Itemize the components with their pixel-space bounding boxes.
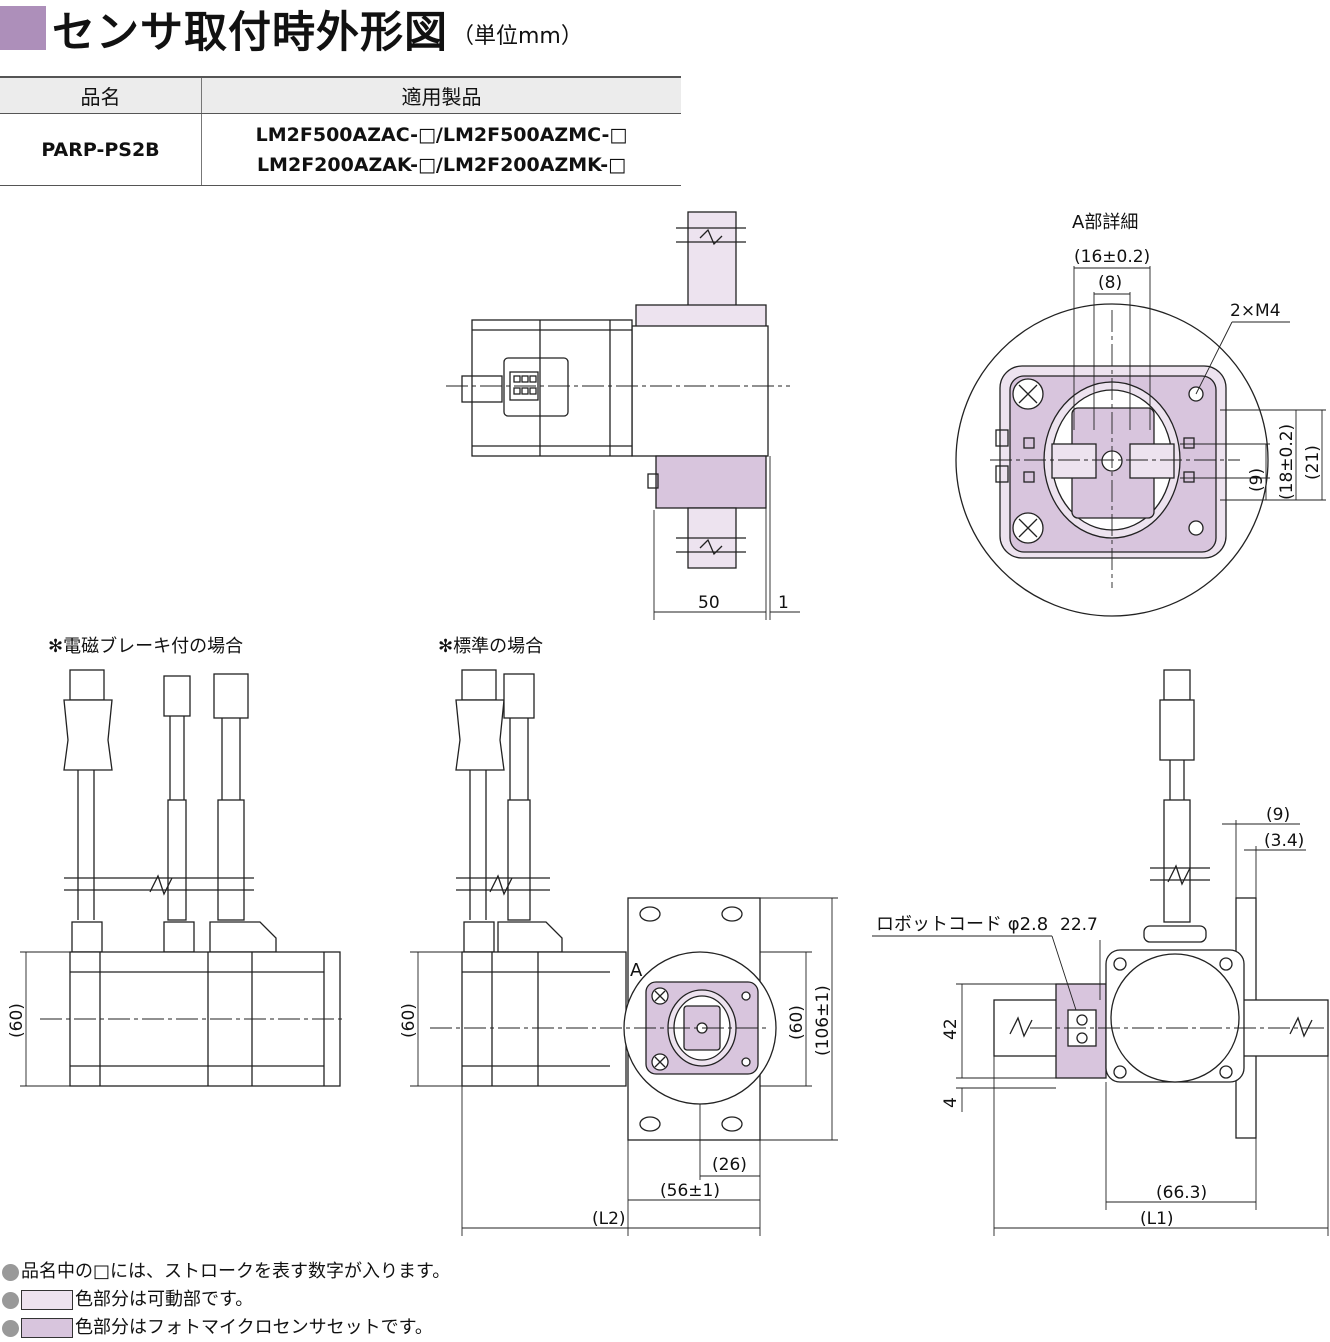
spec-header-row: 品名 適用製品	[0, 76, 681, 114]
brake-version-view: ✻電磁ブレーキ付の場合 (60)	[7, 635, 346, 1087]
side-view: ロボットコード φ2.8 22.7 42 4 (9) (3.4) (66.3) …	[872, 669, 1329, 1236]
spec-table: 品名 適用製品 PARP-PS2B LM2F500AZAC-□/LM2F500A…	[0, 76, 681, 186]
dim-22-7: 22.7	[1060, 915, 1098, 935]
product-line-2: LM2F200AZAK-□/LM2F200AZMK-□	[256, 153, 627, 176]
note-text: 色部分はフォトマイクロセンサセットです。	[75, 1317, 433, 1338]
note-item: 色部分は可動部です。	[2, 1286, 450, 1314]
dim-60-standard: (60)	[399, 1003, 419, 1038]
view-a-marker: A	[630, 960, 643, 981]
dim-56: (56±1)	[660, 1181, 720, 1201]
movable-color-swatch	[21, 1290, 73, 1310]
note-text: 品名中の□には、ストロークを表す数字が入ります。	[21, 1261, 451, 1282]
bullet-icon	[2, 1319, 19, 1337]
dim-8: (8)	[1098, 273, 1122, 293]
unit-label: （単位mm）	[452, 24, 583, 49]
title-marker	[0, 6, 46, 50]
dim-m4: 2×M4	[1230, 301, 1281, 321]
dim-4: 4	[941, 1097, 961, 1108]
case-brake-label: ✻電磁ブレーキ付の場合	[48, 635, 243, 657]
dim-42: 42	[941, 1018, 961, 1040]
dim-18: (18±0.2)	[1277, 424, 1297, 500]
products-cell: LM2F500AZAC-□/LM2F500AZMC-□ LM2F200AZAK-…	[201, 113, 681, 186]
product-line-1: LM2F500AZAC-□/LM2F500AZMC-□	[255, 123, 628, 146]
standard-version-view: ✻標準の場合 A (60) (60) (106±	[399, 636, 838, 1236]
dim-66-3: (66.3)	[1156, 1183, 1207, 1203]
dim-9-vertical: (9)	[1247, 468, 1267, 492]
note-item: 品名中の□には、ストロークを表す数字が入ります。	[2, 1258, 450, 1286]
note-text: 色部分は可動部です。	[75, 1289, 254, 1310]
dim-l2: (L2)	[592, 1209, 626, 1229]
product-name-cell: PARP-PS2B	[0, 113, 202, 186]
dim-21: (21)	[1303, 445, 1323, 480]
sensor-color-swatch	[21, 1318, 73, 1338]
bullet-icon	[2, 1263, 19, 1281]
dim-60-side: (60)	[787, 1005, 807, 1040]
dim-26: (26)	[712, 1155, 747, 1175]
col-header-products: 適用製品	[201, 76, 681, 114]
dim-9-horizontal: (9)	[1266, 805, 1290, 825]
dim-60-brake: (60)	[7, 1003, 27, 1038]
robot-cord-label: ロボットコード φ2.8	[876, 914, 1048, 935]
col-header-name: 品名	[0, 76, 202, 114]
page-header: センサ取付時外形図 （単位mm）	[0, 0, 700, 60]
dim-l1: (L1)	[1140, 1209, 1174, 1229]
top-view: 50 1	[446, 211, 800, 620]
detail-a-view: A部詳細 (16±0.2) (8) 2×M4	[955, 212, 1326, 617]
bullet-icon	[2, 1291, 19, 1309]
detail-title: A部詳細	[1072, 212, 1138, 233]
dim-50: 50	[698, 593, 720, 613]
outline-drawing: 50 1 A部詳細 (16±0.2) (8) 2×M4	[7, 211, 1329, 1236]
table-row: PARP-PS2B LM2F500AZAC-□/LM2F500AZMC-□ LM…	[0, 113, 681, 186]
notes: 品名中の□には、ストロークを表す数字が入ります。 色部分は可動部です。 色部分は…	[2, 1258, 450, 1342]
dim-1: 1	[778, 593, 789, 613]
case-standard-label: ✻標準の場合	[438, 636, 543, 657]
dim-16: (16±0.2)	[1074, 247, 1150, 267]
dim-3-4: (3.4)	[1264, 831, 1304, 851]
dim-106: (106±1)	[813, 985, 833, 1056]
note-item: 色部分はフォトマイクロセンサセットです。	[2, 1314, 450, 1342]
page-title: センサ取付時外形図	[52, 8, 448, 58]
